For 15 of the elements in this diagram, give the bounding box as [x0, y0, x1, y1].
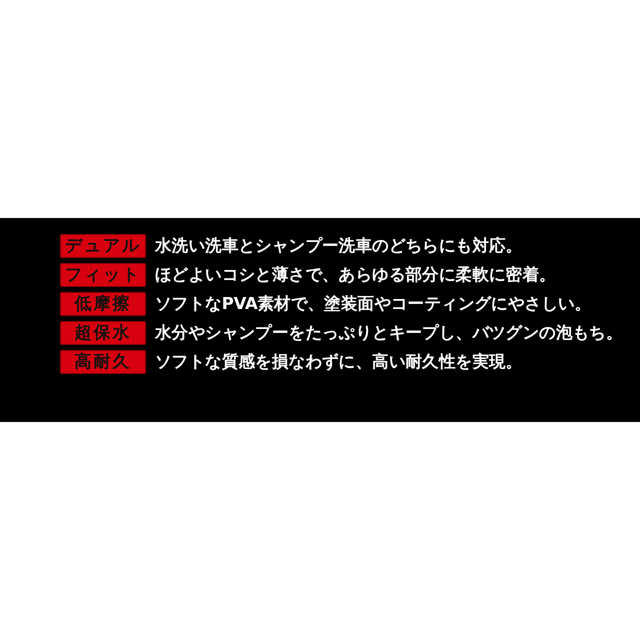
feature-badge [60, 350, 146, 374]
feature-badge [60, 263, 146, 287]
description-text: 水分やシャンプーをたっぷりとキープし、バツグンの泡もち。 [155, 322, 623, 344]
feature-label: 高耐久 [74, 352, 132, 372]
feature-badge [60, 234, 146, 258]
description-text: ソフトなPVA素材で、塗装面やコーティングにやさしい。 [155, 293, 592, 315]
feature-badge [60, 292, 146, 316]
feature-label: 超保水 [74, 323, 132, 343]
feature-label: 低摩擦 [74, 294, 132, 314]
feature-badge [60, 321, 146, 345]
feature-label: デュアル [65, 236, 141, 256]
feature-label: フィット [65, 265, 141, 285]
description-text: ソフトな質感を損なわずに、高い耐久性を実現。 [155, 351, 522, 373]
description-text: ほどよいコシと薄さで、あらゆる部分に柔軟に密着。 [155, 264, 556, 286]
description-text: 水洗い洗車とシャンプー洗車のどちらにも対応。 [155, 235, 522, 257]
